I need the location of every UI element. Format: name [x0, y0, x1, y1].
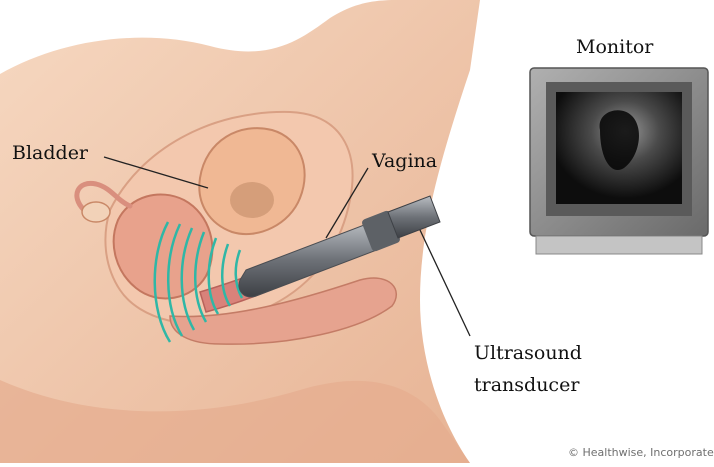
- ovary: [82, 202, 110, 222]
- ultrasound-label-line2: transducer: [474, 374, 579, 397]
- transducer-leader-line: [420, 230, 470, 336]
- ultrasound-label-line1: Ultrasound: [474, 342, 582, 365]
- bladder-inner: [230, 182, 274, 218]
- monitor-device: [530, 68, 708, 254]
- copyright-credit: © Healthwise, Incorporated: [568, 446, 714, 459]
- monitor-label: Monitor: [576, 36, 653, 59]
- bladder-label: Bladder: [12, 142, 88, 165]
- vagina-label: Vagina: [372, 150, 437, 173]
